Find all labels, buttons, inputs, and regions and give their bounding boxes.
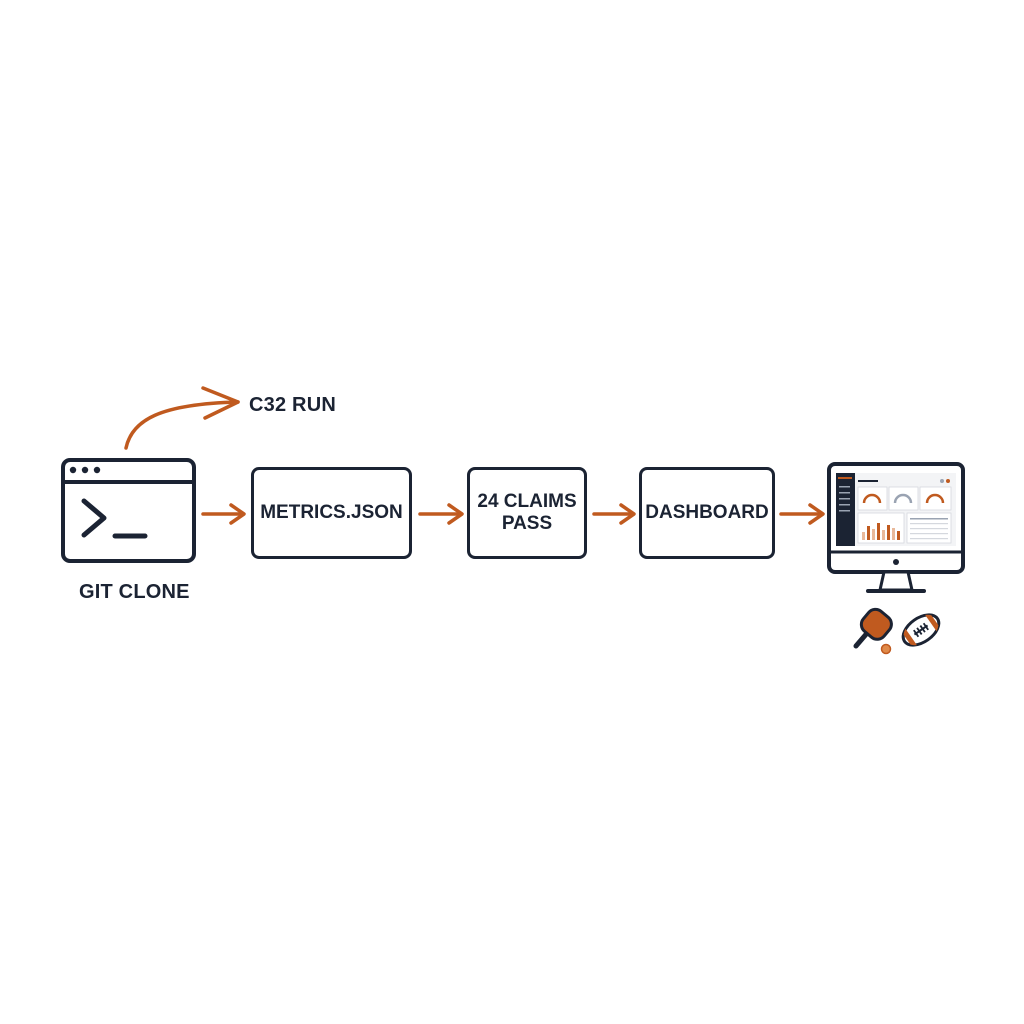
dashboard-screen-thumbnail bbox=[836, 473, 956, 546]
window-dot-icon bbox=[93, 466, 101, 474]
arrow-metrics-to-claims bbox=[418, 503, 464, 525]
window-dot-icon bbox=[69, 466, 77, 474]
dashboard-label: DASHBOARD bbox=[645, 502, 769, 523]
arrow-claims-to-dashboard bbox=[592, 503, 636, 525]
claims-pass-label: 24 CLAIMS PASS bbox=[477, 491, 577, 534]
window-dot-icon bbox=[81, 466, 89, 474]
run-label: C32 RUN bbox=[249, 394, 336, 416]
football-icon bbox=[901, 613, 941, 647]
curved-arrow-run bbox=[124, 386, 240, 450]
dashboard-node: DASHBOARD bbox=[639, 467, 775, 559]
prompt-chevron-icon bbox=[81, 498, 107, 538]
metrics-json-label: METRICS.JSON bbox=[260, 502, 403, 523]
metrics-json-node: METRICS.JSON bbox=[251, 467, 412, 559]
pickleball-paddle-icon bbox=[853, 607, 893, 655]
clone-label: GIT CLONE bbox=[79, 581, 190, 603]
arrow-dashboard-to-monitor bbox=[779, 503, 825, 525]
pickleball-ball-icon bbox=[880, 643, 892, 655]
monitor-icon bbox=[827, 462, 965, 593]
claims-pass-node: 24 CLAIMS PASS bbox=[467, 467, 587, 559]
terminal-window-icon bbox=[61, 458, 196, 563]
arrow-clone-to-metrics bbox=[201, 503, 246, 525]
